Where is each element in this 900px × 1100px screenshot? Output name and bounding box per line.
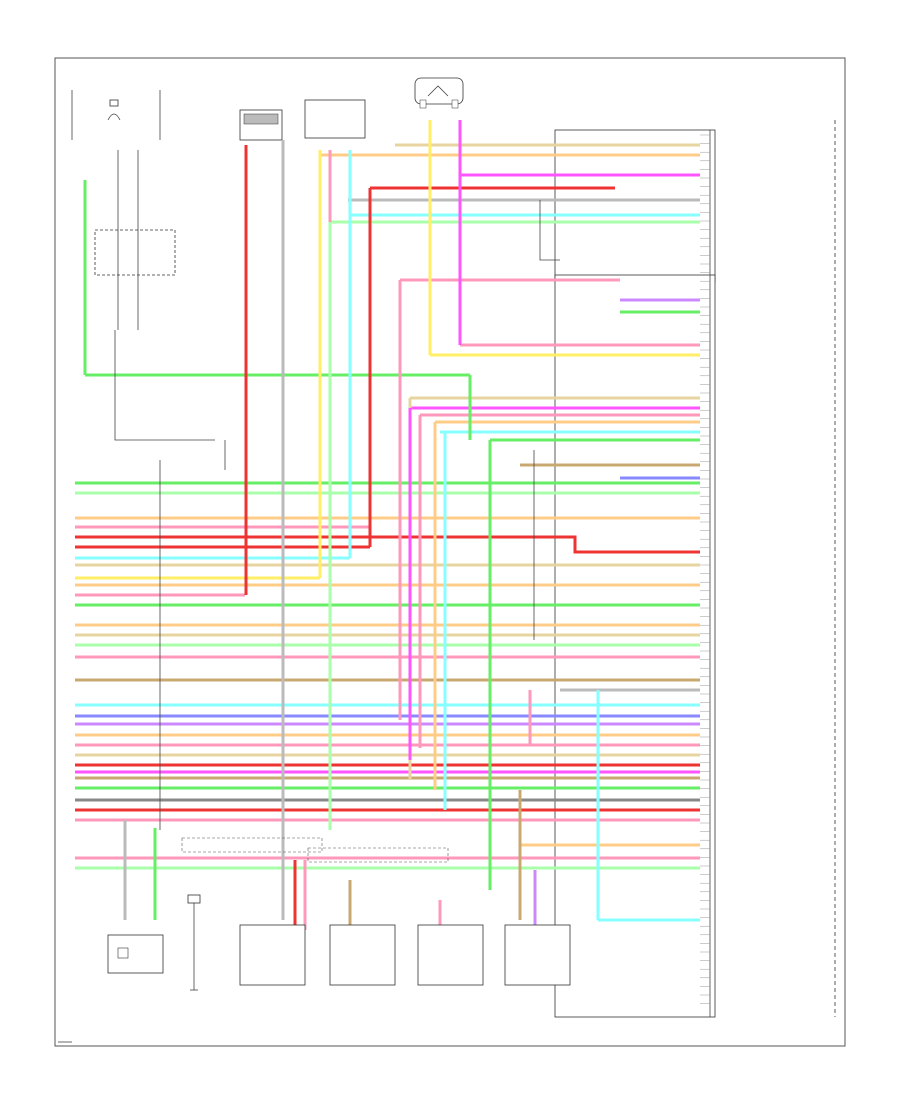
component-injector-bank-3 (417, 924, 484, 986)
component-left-switch (94, 150, 176, 330)
thin-lines (114, 200, 560, 830)
wire-red-2 (75, 535, 700, 554)
component-fuel-pump (107, 934, 164, 974)
diagram-border (54, 57, 846, 1047)
component-top-center-left-module (239, 109, 283, 141)
injector-dashed-housings (181, 837, 449, 863)
component-injector-bank-1 (239, 924, 306, 986)
component-top-sensor (414, 77, 464, 109)
wire-group-vertical (83, 120, 600, 940)
component-injector-bank-4 (504, 924, 571, 986)
pcm-pin-ticks (700, 134, 710, 1004)
component-top-center-module (304, 99, 366, 139)
component-small-connector (187, 894, 201, 991)
component-injector-bank-2 (329, 924, 396, 986)
component-top-left-module (71, 90, 161, 140)
